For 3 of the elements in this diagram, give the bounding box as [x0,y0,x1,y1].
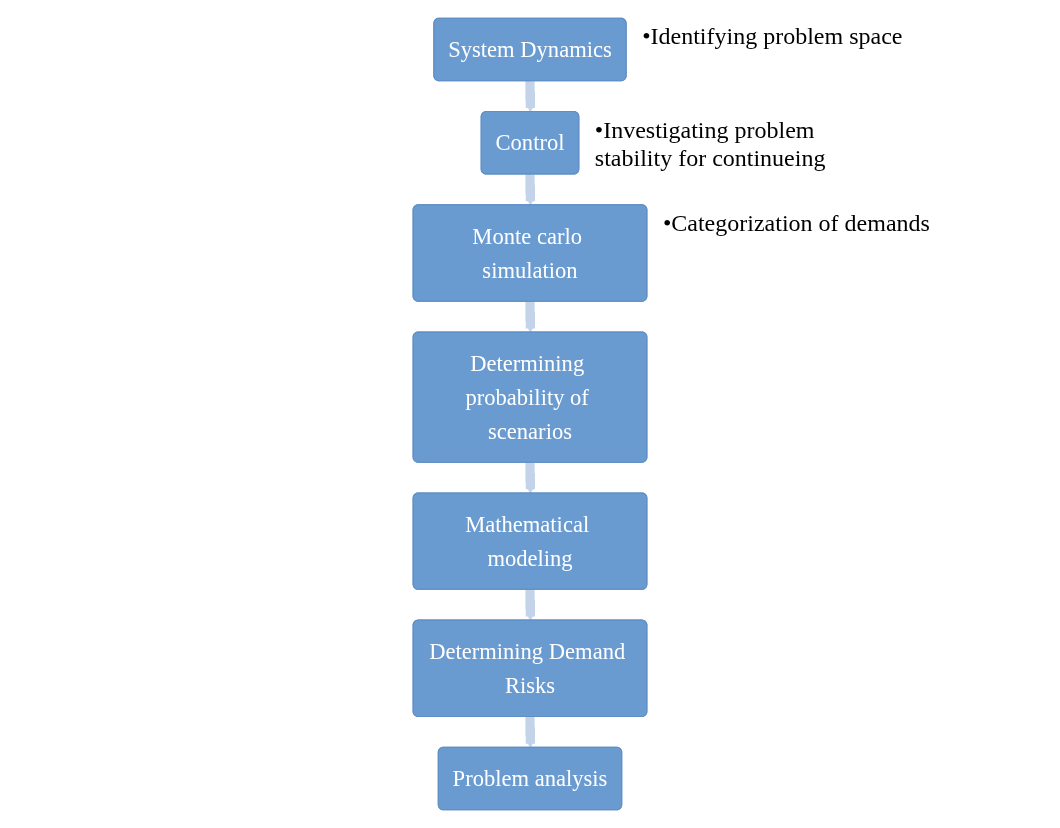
node-note: •Investigating problem stability for continueing [594,115,827,174]
node-note: •Categorization of demands [662,208,930,238]
node-note: •Identifying problem space [642,22,903,51]
